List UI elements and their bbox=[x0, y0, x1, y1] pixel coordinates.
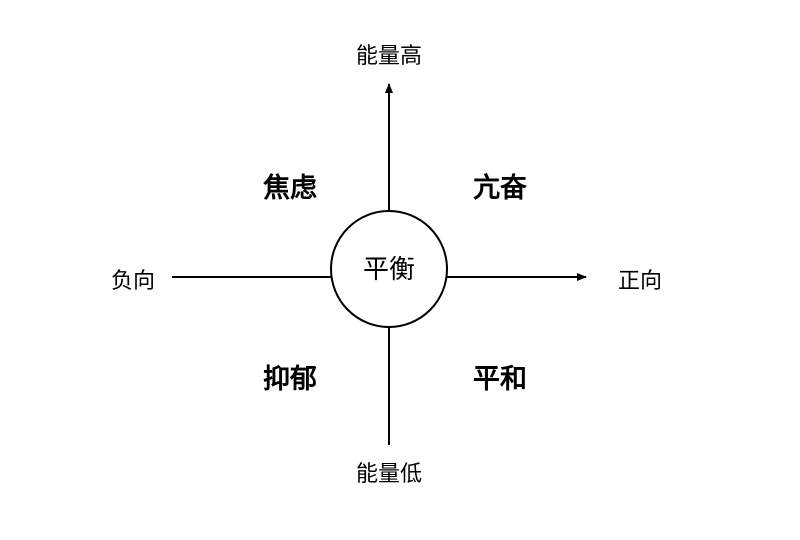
quadrant-label-top-right: 亢奋 bbox=[473, 172, 528, 204]
quadrant-label-bottom-left: 抑郁 bbox=[263, 364, 317, 395]
center-circle bbox=[330, 210, 448, 328]
axis-label-right: 正向 bbox=[618, 269, 662, 294]
axis-label-left: 负向 bbox=[111, 269, 155, 294]
axis-label-bottom: 能量低 bbox=[356, 462, 422, 487]
quadrant-label-bottom-right: 平和 bbox=[473, 364, 527, 395]
center-label: 平衡 bbox=[363, 255, 415, 285]
quadrant-label-top-left: 焦虑 bbox=[263, 172, 317, 204]
axis-label-top: 能量高 bbox=[356, 44, 422, 69]
